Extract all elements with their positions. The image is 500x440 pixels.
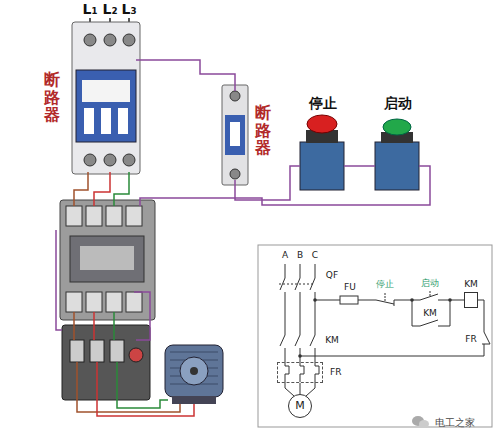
device-label: FU [344, 283, 356, 293]
line-label: L₂ [102, 2, 117, 17]
motor-circle: M [288, 394, 312, 418]
contact-label: 停止 [376, 280, 394, 290]
button-label: 停止 [309, 96, 337, 111]
stop-button [300, 115, 344, 190]
contactor [60, 200, 155, 320]
contact-label: 启动 [421, 279, 439, 289]
phase-label: A [282, 251, 288, 261]
motor [165, 345, 223, 404]
button-label: 启动 [384, 96, 412, 111]
device-label: QF [326, 271, 338, 281]
contact-label: FR [465, 335, 476, 345]
relay-heater-box: FR [277, 362, 323, 383]
schematic-frame [258, 245, 492, 427]
watermark: 电工之家 [435, 417, 475, 428]
breaker-label: 断路器 [44, 71, 60, 124]
phase-label: B [297, 251, 303, 261]
line-label: L₃ [121, 2, 136, 17]
phase-label: C [312, 251, 318, 261]
coil-box: KM [464, 292, 478, 308]
thermal-relay [62, 325, 150, 400]
contact-label: KM [325, 336, 339, 346]
node-label: M [295, 400, 305, 412]
breaker-label: 断路器 [255, 104, 271, 157]
watermark-icon [412, 416, 429, 428]
node-label: KM [464, 280, 478, 290]
schematic-wires [279, 264, 490, 396]
start-button [375, 119, 419, 190]
line-label: L₁ [82, 2, 97, 17]
breaker-1p [222, 85, 248, 185]
wire-connector [300, 383, 301, 394]
node-label: FR [330, 368, 341, 378]
breaker-3p [72, 22, 140, 174]
contact-label: KM [423, 309, 437, 319]
